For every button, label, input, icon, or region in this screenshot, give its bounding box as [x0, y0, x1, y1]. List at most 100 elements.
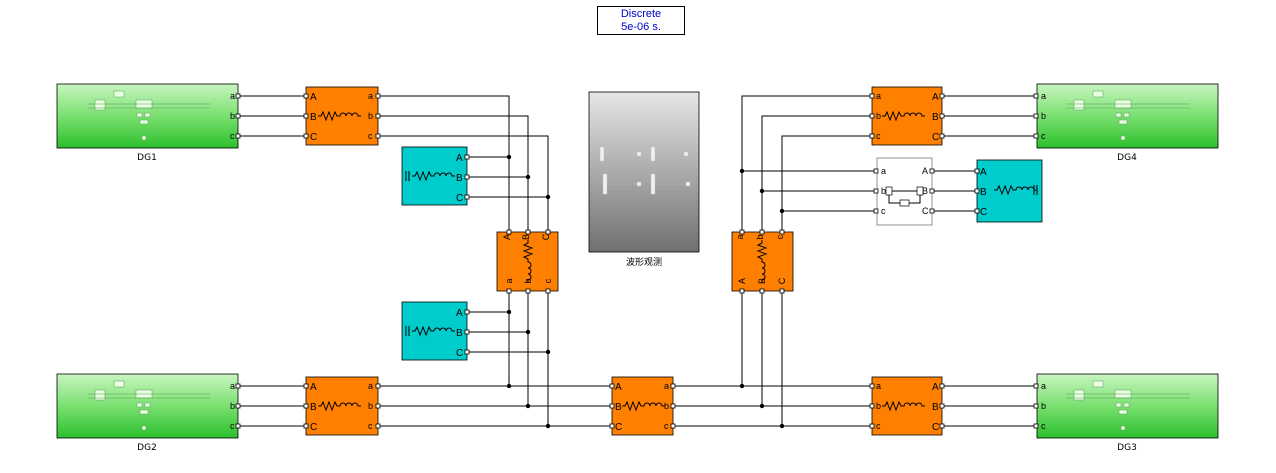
dg3-port-b: b: [1041, 401, 1046, 411]
load-right[interactable]: A B C: [976, 159, 1043, 223]
port-label: C: [310, 422, 317, 433]
port-label: B: [932, 402, 939, 413]
port-label: A: [980, 167, 987, 178]
dg4-block[interactable]: a b c DG4: [1036, 83, 1219, 163]
port-label: B: [456, 173, 463, 184]
port-label: B: [932, 112, 939, 123]
line-impedance-top-right[interactable]: a b c A B C: [871, 86, 943, 146]
port-label: A: [615, 382, 622, 393]
breaker-icon: [885, 186, 924, 207]
port-label: c: [543, 278, 553, 283]
port-label: a: [876, 91, 881, 101]
port-label: a: [368, 91, 373, 101]
dg1-port-a: a: [230, 91, 235, 101]
port-label: C: [932, 422, 939, 433]
port-label: B: [922, 186, 928, 196]
ground-icon: [1033, 185, 1038, 195]
port-label: C: [615, 422, 622, 433]
three-phase-breaker[interactable]: a b c A B C: [876, 157, 933, 226]
port-label: b: [368, 401, 373, 411]
port-label: a: [504, 278, 514, 283]
port-label: C: [456, 348, 463, 359]
dg2-internal-icon: [88, 380, 210, 431]
powergui-sample-time: 5e-06 s.: [621, 21, 661, 33]
dg1-label: DG1: [137, 153, 157, 163]
port-label: c: [775, 234, 785, 239]
dg1-port-b: b: [230, 111, 235, 121]
dg1-port-c: c: [230, 131, 235, 141]
port-label: A: [456, 153, 463, 164]
port-label: c: [876, 131, 881, 141]
port-label: C: [777, 277, 787, 284]
port-label: C: [932, 132, 939, 143]
dg2-label: DG2: [137, 443, 157, 453]
port-label: A: [922, 166, 928, 176]
port-label: A: [456, 308, 463, 319]
dg4-port-c: c: [1041, 131, 1046, 141]
scope-subsystem[interactable]: 波形观测: [588, 91, 700, 268]
dg2-port-a: a: [230, 381, 235, 391]
ground-icon: [405, 326, 410, 336]
port-label: A: [932, 92, 939, 103]
port-label: c: [368, 131, 373, 141]
dg3-port-c: c: [1041, 421, 1046, 431]
load-bottom-left[interactable]: A B C: [401, 301, 468, 361]
wires: [238, 95, 1036, 427]
dg4-port-b: b: [1041, 111, 1046, 121]
ground-icon: [405, 171, 410, 181]
line-impedance-bottom-middle[interactable]: A B C a b c: [611, 376, 674, 436]
port-label: A: [502, 234, 512, 240]
port-label: C: [922, 206, 929, 216]
line-impedance-vertical-left[interactable]: A B C a b c: [496, 231, 559, 292]
dg4-internal-icon: [1066, 90, 1190, 141]
port-label: C: [541, 233, 551, 240]
dg1-block[interactable]: a b c DG1: [56, 83, 239, 163]
dg2-port-c: c: [230, 421, 235, 431]
port-label: c: [876, 421, 881, 431]
port-label: A: [310, 92, 317, 103]
line-impedance-bottom-right[interactable]: a b c A B C: [871, 376, 943, 436]
load-top-left[interactable]: A B C: [401, 146, 468, 206]
junction-dots: [506, 154, 785, 429]
port-label: b: [755, 234, 765, 239]
port-label: b: [368, 111, 373, 121]
port-label: A: [932, 382, 939, 393]
dg3-block[interactable]: a b c DG3: [1036, 373, 1219, 453]
port-label: c: [664, 421, 669, 431]
port-label: b: [664, 401, 669, 411]
port-label: c: [368, 421, 373, 431]
scope-internal-icon: [599, 146, 691, 195]
dg3-internal-icon: [1066, 380, 1190, 431]
dg3-label: DG3: [1117, 443, 1137, 453]
port-label: a: [368, 381, 373, 391]
port-label: B: [615, 402, 622, 413]
port-label: c: [881, 206, 886, 216]
dg2-port-b: b: [230, 401, 235, 411]
port-label: B: [521, 234, 531, 240]
port-label: B: [980, 187, 987, 198]
port-label: B: [456, 328, 463, 339]
port-label: b: [876, 111, 881, 121]
port-label: C: [456, 193, 463, 204]
port-label: A: [310, 382, 317, 393]
dg4-label: DG4: [1117, 153, 1137, 163]
dg2-block[interactable]: a b c DG2: [56, 373, 239, 453]
port-label: a: [735, 234, 745, 239]
dg3-port-a: a: [1041, 381, 1046, 391]
port-label: B: [310, 112, 317, 123]
line-impedance-vertical-right[interactable]: a b c A B C: [731, 231, 794, 292]
line-impedance-top-left[interactable]: A B C a b c: [305, 86, 379, 146]
dg1-internal-icon: [88, 90, 210, 141]
port-label: B: [310, 402, 317, 413]
port-label: C: [310, 132, 317, 143]
powergui-mode: Discrete: [620, 8, 662, 20]
port-label: b: [881, 186, 886, 196]
powergui-block[interactable]: Discrete 5e-06 s.: [597, 6, 685, 35]
port-label: b: [876, 401, 881, 411]
port-label: a: [881, 166, 886, 176]
line-impedance-bottom-left[interactable]: A B C a b c: [305, 376, 379, 436]
port-label: a: [664, 381, 669, 391]
port-label: a: [876, 381, 881, 391]
port-label: A: [737, 278, 747, 284]
